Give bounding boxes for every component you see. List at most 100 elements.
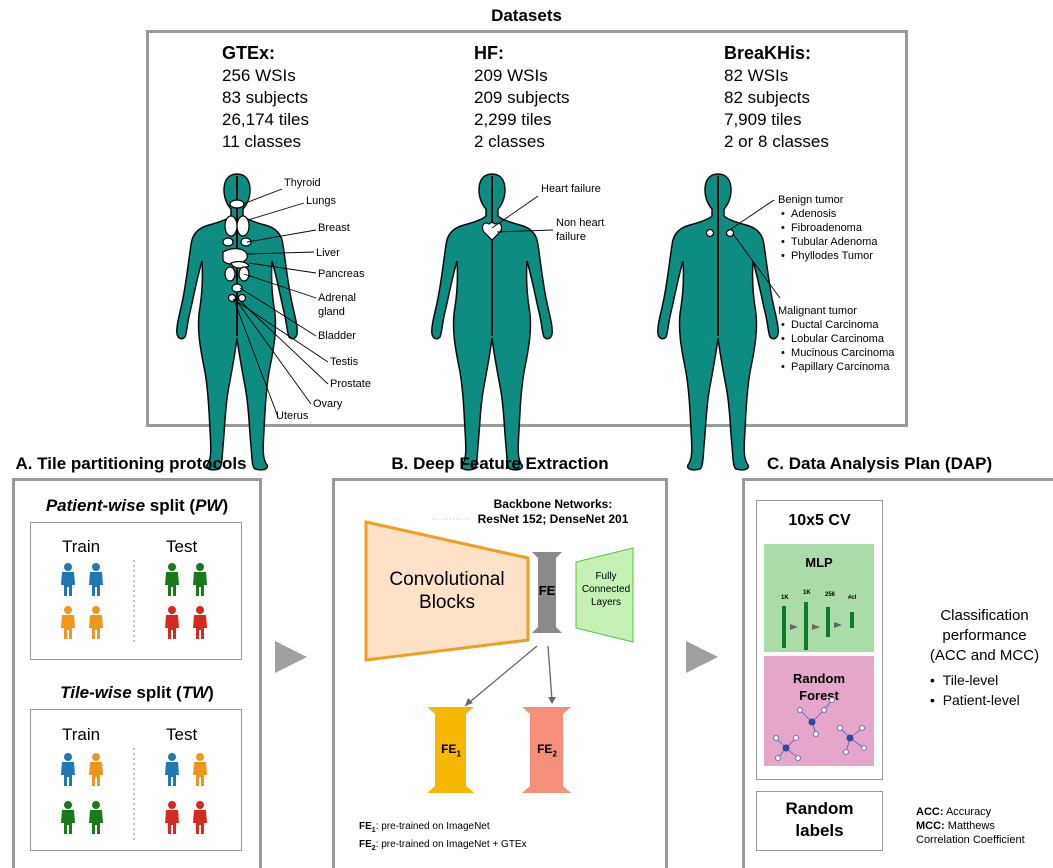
fe1-sub: 1: [456, 749, 461, 759]
legend1-bold: ACC:: [916, 806, 944, 818]
fe1-label: FE1: [436, 742, 466, 758]
pw-abbr: PW: [195, 496, 223, 515]
tw-test-label: Test: [166, 725, 198, 744]
pw-title: Patient-wise split (PW): [12, 496, 262, 516]
note1-sub: 1: [371, 827, 376, 834]
benign-list: Benign tumor • Adenosis • Fibroadenoma •…: [778, 194, 878, 262]
note1-rest: : pre-trained on ImageNet: [375, 821, 490, 832]
mlp-layer-bar: [782, 606, 786, 648]
pw-title-rest: split (: [145, 496, 196, 515]
breakhis-line: 2 or 8 classes: [724, 132, 829, 151]
backbone-nets: ResNet 152; DenseNet 201: [477, 512, 629, 526]
fe-label: FE: [538, 583, 556, 598]
mlp-layer-bar: [826, 607, 830, 637]
mlp-layer-label: 256: [825, 592, 836, 598]
label-testis: Testis: [330, 356, 359, 368]
pw-train-label: Train: [62, 537, 101, 556]
hf-pointer-lines: [491, 195, 554, 233]
conv-label-line: Convolutional: [389, 569, 505, 590]
section-a-title: A. Tile partitioning protocols: [15, 454, 247, 473]
testis-organ: [237, 293, 247, 303]
benign-item: Adenosis: [791, 208, 837, 220]
conv-label: Convolutional Blocks: [372, 568, 522, 614]
fe2-label: FE2: [532, 742, 562, 758]
random-labels-line: Random: [785, 799, 854, 818]
label-liver: Liver: [316, 247, 340, 259]
metric-legend: ACC: Accuracy MCC: Matthews Correlation …: [916, 805, 1025, 847]
rf-box: [764, 656, 874, 766]
gtex-stats: GTEx: 256 WSIs 83 subjects 26,174 tiles …: [222, 42, 309, 153]
backbone-text: Backbone Networks: ResNet 152; DenseNet …: [430, 497, 676, 527]
rf-label: Random Forest: [764, 670, 874, 704]
mlp-layer-label: 1K: [781, 595, 789, 601]
hf-line: 2 classes: [474, 132, 545, 151]
hf-body: [431, 173, 553, 471]
legend2-bold: MCC:: [916, 820, 945, 832]
tw-train-label: Train: [62, 725, 101, 744]
benign-item: Tubular Adenoma: [791, 236, 878, 248]
result-item: Patient-level: [942, 692, 1020, 708]
gtex-pointer-lines: [232, 188, 329, 418]
section-c-title: C. Data Analysis Plan (DAP): [767, 454, 993, 473]
breakhis-line: 82 subjects: [724, 88, 810, 107]
hf-line: 2,299 tiles: [474, 110, 552, 129]
label-adrenal: Adrenal: [318, 292, 356, 304]
breakhis-line: 7,909 tiles: [724, 110, 802, 129]
label-pancreas: Pancreas: [318, 268, 365, 280]
random-labels-box: [756, 791, 883, 851]
fc-label: Fully Connected Layers: [579, 570, 633, 609]
flow-arrow-icon: [275, 641, 307, 673]
conv-blocks-shape: [364, 520, 530, 662]
label-bladder: Bladder: [318, 330, 356, 342]
legend1-rest: Accuracy: [943, 806, 992, 818]
liver-organ: [222, 248, 248, 265]
breast-organ: [222, 237, 234, 247]
gtex-body: [176, 173, 298, 471]
label-thyroid: Thyroid: [284, 177, 321, 189]
malignant-item: Ductal Carcinoma: [791, 319, 879, 331]
note2-rest: : pre-trained on ImageNet + GTEx: [375, 839, 527, 850]
label-heart-failure: Heart failure: [541, 183, 601, 195]
malignant-list: Malignant tumor • Ductal Carcinoma • Lob…: [778, 305, 895, 373]
result-line: Classification: [940, 607, 1029, 624]
pw-test-label: Test: [166, 537, 198, 556]
rf-root-node: [782, 744, 790, 752]
random-labels-line: labels: [795, 821, 844, 840]
fe2-shape: [522, 707, 571, 793]
fe2-text: FE: [537, 742, 553, 756]
legend3: Correlation Coefficient: [916, 834, 1025, 846]
pw-italic: Patient-wise: [45, 496, 146, 515]
gtex-line: 83 subjects: [222, 88, 308, 107]
label-gland: gland: [318, 306, 345, 318]
fe-notes: FE1: pre-trained on ImageNet FE2: pre-tr…: [359, 820, 527, 856]
tw-title-rest: split (: [131, 683, 182, 702]
fc-label-line: Fully: [595, 571, 617, 582]
note1-bold: FE: [359, 821, 372, 832]
label-uterus: Uterus: [276, 410, 309, 422]
pancreas-organ: [230, 260, 250, 269]
mlp-layer-label: #cl: [848, 595, 857, 601]
fc-label-line: Connected: [581, 584, 631, 595]
backbone-title: Backbone Networks:: [493, 497, 613, 511]
legend2-rest: Matthews: [944, 820, 995, 832]
tw-box: [30, 709, 242, 851]
label-ovary: Ovary: [313, 398, 343, 410]
fe1-text: FE: [441, 742, 457, 756]
gtex-line: 256 WSIs: [222, 66, 296, 85]
mlp-arrow-icon: [834, 622, 842, 628]
fe-shape: [532, 552, 562, 633]
section-b-title: B. Deep Feature Extraction: [391, 454, 609, 473]
mlp-layer-bar: [850, 612, 854, 628]
flow-arrow-icon: [686, 641, 718, 673]
hf-name: HF:: [474, 43, 504, 63]
breakhis-line: 82 WSIs: [724, 66, 789, 85]
bladder-organ: [231, 283, 243, 293]
breast-organ: [705, 228, 715, 238]
cv-label: 10x5 CV: [788, 512, 851, 529]
heart-organ: [481, 221, 503, 241]
pw-box: [30, 522, 242, 660]
pw-close: ): [222, 496, 229, 515]
